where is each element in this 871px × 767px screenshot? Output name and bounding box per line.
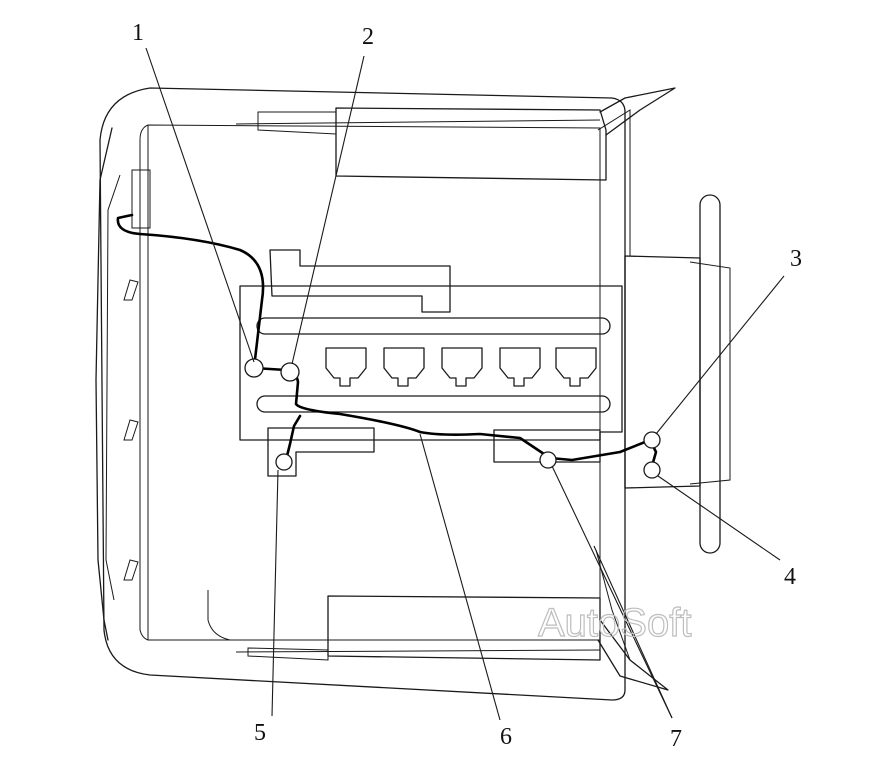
callout-circle-2 <box>280 362 300 382</box>
callout-circle-3 <box>643 431 661 449</box>
upper-battery-box <box>235 87 676 181</box>
lower-battery-box <box>235 549 669 691</box>
watermark: AutoSoft <box>538 601 691 645</box>
wiring-harness <box>116 213 658 468</box>
vehicle-body <box>95 87 626 701</box>
callout-markers <box>244 358 661 479</box>
callout-label-2: 2 <box>362 24 374 50</box>
leader-lines <box>145 47 785 721</box>
callout-label-4: 4 <box>784 564 796 590</box>
callout-circle-4 <box>643 461 661 479</box>
callout-label-1: 1 <box>132 20 144 46</box>
callout-circle-7 <box>539 451 557 469</box>
callout-circle-5 <box>275 453 293 471</box>
rear-mount <box>597 109 731 554</box>
callout-circle-1 <box>244 358 264 378</box>
callout-label-6: 6 <box>500 724 512 750</box>
callout-labels: 1 2 3 4 5 6 7 <box>132 20 802 752</box>
engine-block <box>239 249 623 477</box>
callout-label-5: 5 <box>254 720 266 746</box>
callout-label-7: 7 <box>670 726 682 752</box>
callout-label-3: 3 <box>790 246 802 272</box>
